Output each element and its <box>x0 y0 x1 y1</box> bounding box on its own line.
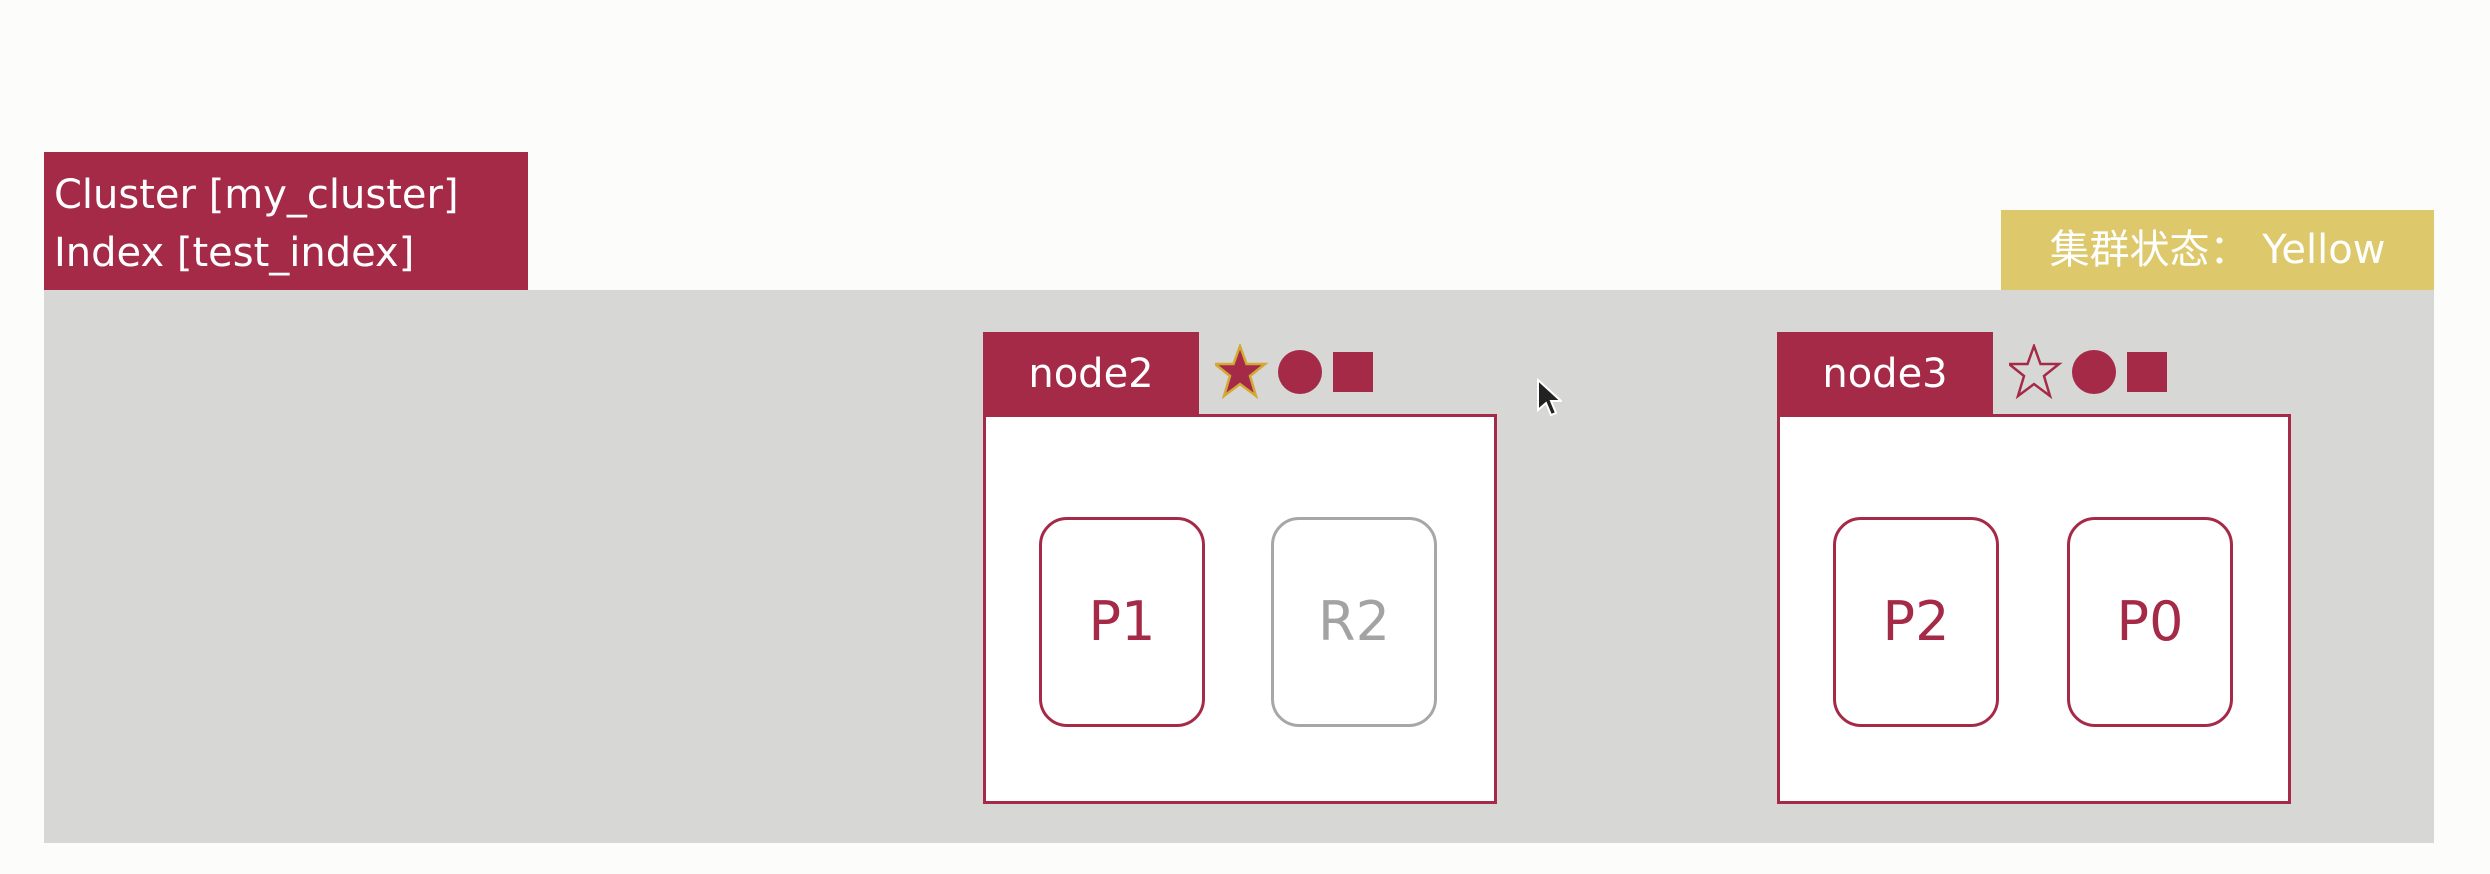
outline-star-icon <box>2009 344 2063 400</box>
shard-primary: P0 <box>2067 517 2233 727</box>
shard-primary: P2 <box>1833 517 1999 727</box>
node-node3: node3 P2 P0 <box>1777 332 2291 804</box>
cluster-name: Cluster [my_cluster] <box>54 172 459 218</box>
cluster-status-badge: 集群状态： Yellow <box>2001 210 2434 290</box>
filled-star-icon <box>1215 344 1269 400</box>
node-role-icons <box>1215 344 1373 400</box>
node-name-tab: node3 <box>1777 332 1993 416</box>
node-node2: node2 P1 R2 <box>983 332 1497 804</box>
square-icon <box>2127 352 2167 392</box>
shard-replica: R2 <box>1271 517 1437 727</box>
shard-primary: P1 <box>1039 517 1205 727</box>
index-name: Index [test_index] <box>54 230 415 276</box>
cluster-info-label: Cluster [my_cluster] Index [test_index] <box>44 152 528 290</box>
mouse-cursor-icon <box>1537 378 1562 417</box>
node-role-icons <box>2009 344 2167 400</box>
node-body: P1 R2 <box>983 414 1497 804</box>
node-body: P2 P0 <box>1777 414 2291 804</box>
circle-icon <box>1278 350 1322 394</box>
circle-icon <box>2072 350 2116 394</box>
node-name-tab: node2 <box>983 332 1199 416</box>
square-icon <box>1333 352 1373 392</box>
